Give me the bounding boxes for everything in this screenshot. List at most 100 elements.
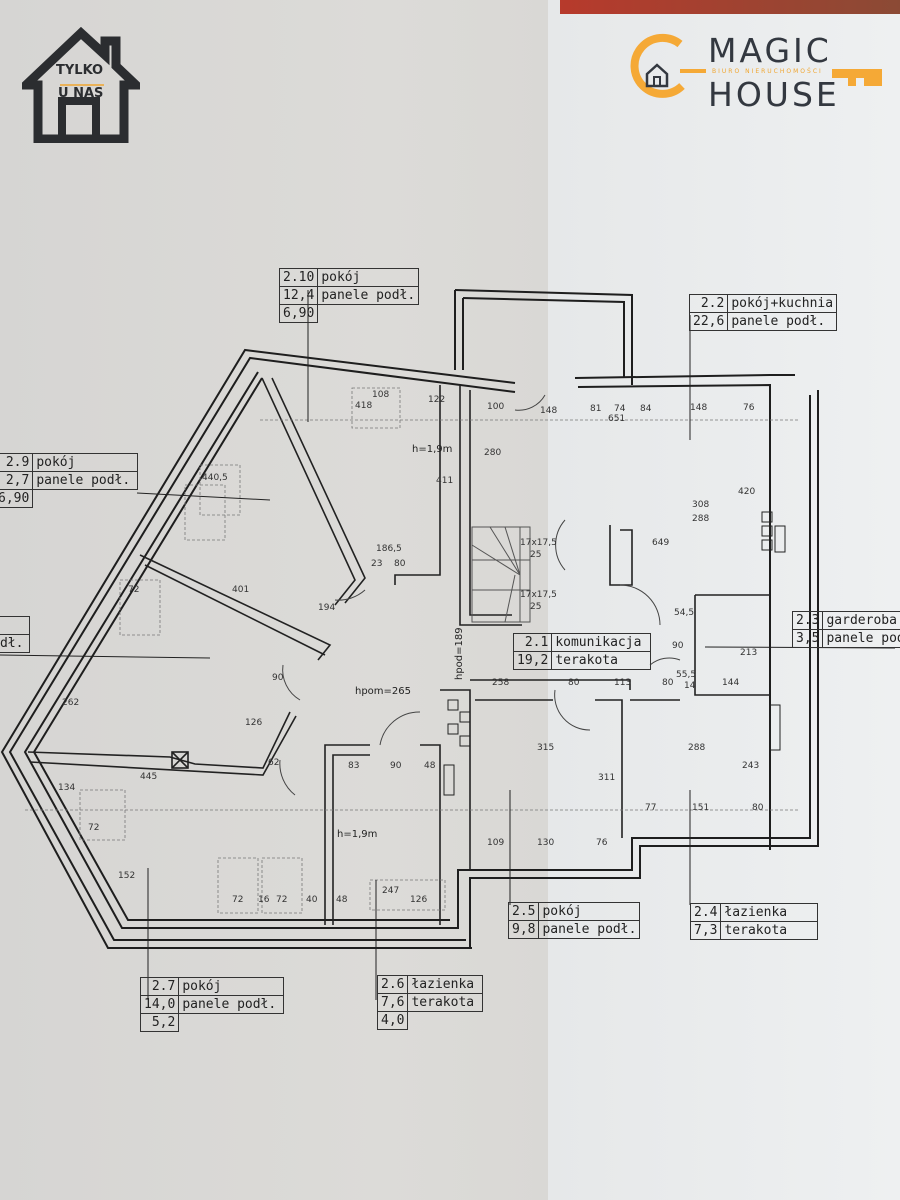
windows-furniture [25,387,800,914]
dimension: 130 [537,838,554,848]
dimension: 122 [428,395,445,405]
room-area: 7,3 [689,921,722,940]
dimension: 77 [645,803,656,813]
dimension: 420 [738,487,755,497]
room-number: 2.1 [512,633,553,652]
dimension: 418 [355,401,372,411]
dimension: 651 [608,414,625,424]
height-note: h=1,9m [412,444,452,455]
stair-note: 25 [530,602,541,612]
dimension: 90 [672,641,684,651]
dimension: 72 [88,823,99,833]
dimension: 48 [424,761,436,771]
dimension: 80 [568,678,580,688]
dimension-labels: 108 418 122 100 148 81 74 84 148 76 651 … [58,390,764,905]
room-area: 3,5 [791,629,824,648]
stairs [471,526,531,623]
room-area: 9,8 [507,920,540,939]
room-area: 22,6 [688,312,729,331]
room-area: 7,6 [376,993,409,1012]
dimension: 440,5 [202,473,228,483]
dimension: 213 [740,648,757,658]
background-table [560,0,900,14]
dimension: 126 [245,718,262,728]
right-page [548,0,900,1200]
room-floor: panele podł [822,629,900,648]
dimension: 151 [692,803,709,813]
logo-text-line2: U NAS [58,86,104,101]
dimension: 74 [614,404,626,414]
dimension: 83 [348,761,359,771]
dimension: 288 [692,514,709,524]
room-floor: terakota [720,921,819,940]
dimension: 194 [318,603,335,613]
room-floor: terakota [551,651,652,670]
room-name: łazienka [407,975,484,994]
room-floor: panele podł. [538,920,641,939]
room-name: pokój [317,268,420,287]
room-area: 19,2 [512,651,553,670]
stair-note: 25 [530,550,541,560]
dimension: 243 [742,761,759,771]
room-number: . [0,616,30,635]
dimension: 23 [371,559,382,569]
dimension: 81 [590,404,601,414]
dimension: 411 [436,476,453,486]
dimension: 311 [598,773,615,783]
doors [279,394,681,796]
room-floor: panele podł. [178,995,285,1014]
dimension: 76 [743,403,755,413]
dimension: 247 [382,886,399,896]
dimension: 90 [390,761,402,771]
dimension: 113 [614,678,631,688]
dimension: 90 [272,673,284,683]
stair-note: 17x17,5 [520,538,557,548]
dimension: 100 [487,402,504,412]
tylko-u-nas-logo: TYLKO U NAS [14,26,148,147]
dimension: 72 [276,895,287,905]
room-area: 2,7 [0,471,34,490]
leader-lines [0,290,896,1000]
room-number: 2.4 [689,903,722,922]
magic-house-logo: MAGIC BIURO NIERUCHOMOŚCI HOUSE [620,30,890,115]
stair-note: 17x17,5 [520,590,557,600]
dimension: 62 [268,758,279,768]
dimension: 84 [640,404,652,414]
room-extra: 5,2 [139,1013,180,1032]
dimension: 80 [394,559,406,569]
room-number: 2.7 [139,977,180,996]
dimension: 152 [118,871,135,881]
dimension: 186,5 [376,544,402,554]
dimension: 55,5 [676,670,696,680]
dimension: 445 [140,772,157,782]
room-name: garderoba [822,611,900,630]
dimension: 48 [336,895,348,905]
dimension: 16 [258,895,270,905]
dimension: 126 [410,895,427,905]
interior-walls [27,377,770,925]
room-name: pokój+kuchnia [727,294,838,313]
logo-tagline: BIURO NIERUCHOMOŚCI [712,68,823,75]
dimension: 401 [232,585,249,595]
house-logo-icon [14,26,148,144]
room-number: 2.6 [376,975,409,994]
room-number: 2.2 [688,294,729,313]
room-area: 12,4 [278,286,319,305]
dimension: 315 [537,743,554,753]
ventilation-ducts [443,511,786,796]
dimension: 144 [722,678,739,688]
dimension: 280 [484,448,501,458]
stair-height-note: hpod=189 [454,627,465,680]
room-floor: panele podł. [32,471,139,490]
height-note: h=1,9m [337,829,377,840]
dimension: 148 [690,403,707,413]
